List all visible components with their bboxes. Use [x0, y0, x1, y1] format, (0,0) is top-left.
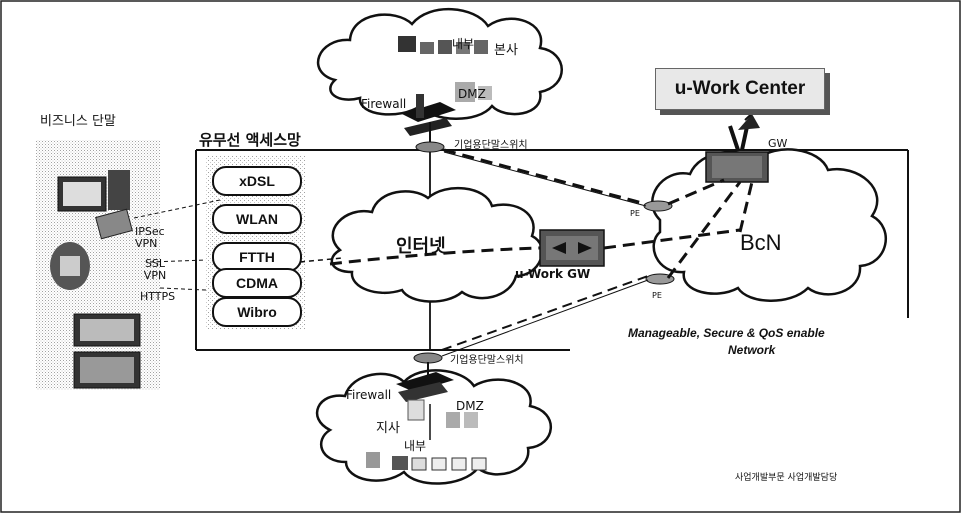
- access-item-cdma: CDMA: [212, 268, 302, 298]
- internet-label: 인터넷: [396, 236, 446, 257]
- bcn-gw-device: [705, 114, 769, 183]
- pe-router-bottom: [645, 273, 675, 285]
- hq-inner-label: 내부: [452, 37, 475, 51]
- enterprise-switch-bottom-label: 기업용단말스위치: [450, 355, 524, 366]
- branch-firewall-label: Firewall: [346, 388, 392, 402]
- bcn-gw-label: GW: [768, 137, 788, 150]
- enterprise-switch-top-label: 기업용단말스위치: [454, 140, 528, 151]
- uwork-center-box: u-Work Center: [655, 68, 825, 110]
- pe-label-top: PE: [630, 209, 640, 218]
- branch-cloud: [315, 369, 552, 485]
- business-terminals-panel: [36, 140, 160, 390]
- access-item-wibro: Wibro: [212, 297, 302, 327]
- access-item-xdsl: xDSL: [212, 166, 302, 196]
- business-terminals-title: 비즈니스 단말: [40, 114, 116, 129]
- bcn-caption-line2: Network: [728, 343, 776, 357]
- enterprise-switch-bottom: [413, 352, 443, 380]
- uwork-gw-device: [539, 229, 605, 267]
- uwork-gw-label: u-Work GW: [515, 267, 591, 281]
- branch-dmz-label: DMZ: [456, 399, 484, 413]
- pe-router-top: [643, 200, 673, 212]
- hq-firewall: [402, 94, 456, 136]
- branch-firewall: [396, 372, 454, 440]
- hq-dmz-label: DMZ: [458, 87, 486, 101]
- hq-firewall-label: Firewall: [361, 97, 407, 111]
- branch-label: 지사: [376, 421, 400, 436]
- access-item-wlan: WLAN: [212, 204, 302, 234]
- protocol-https: HTTPS: [140, 290, 176, 303]
- protocol-ssl-vpn: SSL VPN: [143, 257, 167, 282]
- protocol-ipsec-vpn: IPSec VPN: [135, 225, 165, 250]
- bcn-caption-line1: Manageable, Secure & QoS enable: [628, 326, 825, 340]
- hq-cloud: [316, 8, 563, 120]
- pe-label-bottom: PE: [652, 291, 662, 300]
- footer-department: 사업개발부문 사업개발담당: [735, 473, 838, 483]
- bcn-label: BcN: [740, 230, 782, 255]
- hq-label: 본사: [494, 43, 518, 58]
- branch-inner-label: 내부: [404, 439, 427, 453]
- access-network-title: 유무선 액세스망: [199, 131, 301, 149]
- bcn-cloud: [651, 148, 888, 302]
- uwork-center-label: u-Work Center: [674, 78, 806, 99]
